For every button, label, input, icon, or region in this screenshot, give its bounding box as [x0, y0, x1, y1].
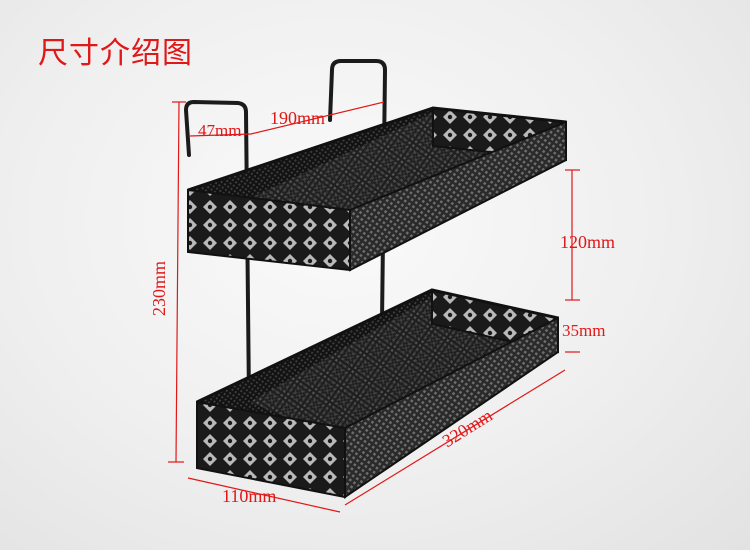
dimension-total-height: 230mm: [149, 260, 170, 317]
dimension-hook-spacing: 190mm: [270, 108, 326, 128]
dimension-hook-depth: 47mm: [198, 121, 242, 140]
page-title: 尺寸介绍图: [38, 36, 193, 71]
dimension-tray-height: 35mm: [562, 321, 606, 340]
upper-tray: [187, 106, 567, 272]
dimension-tier-gap: 120mm: [560, 232, 616, 252]
lower-tray: [196, 288, 559, 499]
dimension-lines: [168, 101, 580, 513]
dimension-width: 110mm: [222, 486, 277, 506]
hook-frame: [183, 59, 388, 402]
